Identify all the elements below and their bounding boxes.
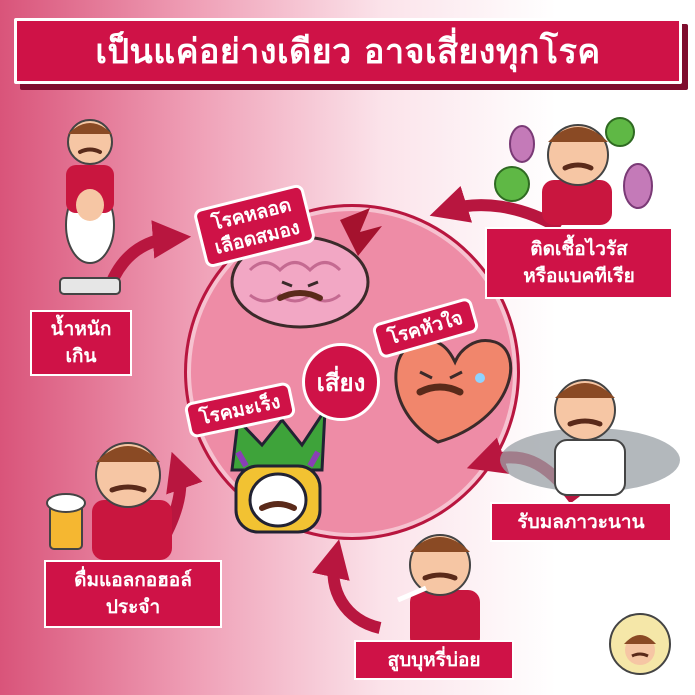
logo-badge [609,613,671,675]
cell-icon [230,404,327,534]
risk-label: เสี่ยง [316,368,366,397]
page-title: เป็นแค่อย่างเดียว อาจเสี่ยงทุกโรค [95,32,601,72]
brain-icon [230,208,382,329]
cause-pollution: รับมลภาวะนาน [490,502,672,542]
cigarette-icon [397,585,427,603]
cause-infection: ติดเชื้อไวรัส หรือแบคทีเรีย [485,227,673,299]
virus-icon [494,117,653,209]
heart-icon [394,338,513,444]
cause-overweight-line2: เกิน [65,345,97,367]
risk-badge: เสี่ยง [302,343,380,421]
title-banner: เป็นแค่อย่างเดียว อาจเสี่ยงทุกโรค [14,18,682,84]
cause-infection-line2: หรือแบคทีเรีย [523,265,635,287]
cause-smoking: สูบบุหรี่บ่อย [354,640,514,680]
infection-man-illustration [494,117,653,225]
cause-infection-line1: ติดเชื้อไวรัส [530,238,628,260]
cause-smoking-text: สูบบุหรี่บ่อย [387,648,481,671]
cause-alcohol: ดื่มแอลกอฮอล์ ประจำ [44,560,222,628]
cause-overweight-line1: น้ำหนัก [50,318,112,340]
cause-alcohol-line1: ดื่มแอลกอฮอล์ [74,569,192,591]
smoking-man-illustration [397,534,480,650]
cause-alcohol-line2: ประจำ [105,596,161,618]
scale-icon [59,277,121,295]
alcohol-man-illustration [46,442,172,560]
cause-pollution-text: รับมลภาวะนาน [517,510,645,533]
pollution-man-illustration [500,379,680,496]
arrow-smoking [312,539,382,634]
beer-icon [46,493,86,550]
overweight-man-illustration [59,119,121,295]
cause-overweight: น้ำหนัก เกิน [30,310,132,376]
